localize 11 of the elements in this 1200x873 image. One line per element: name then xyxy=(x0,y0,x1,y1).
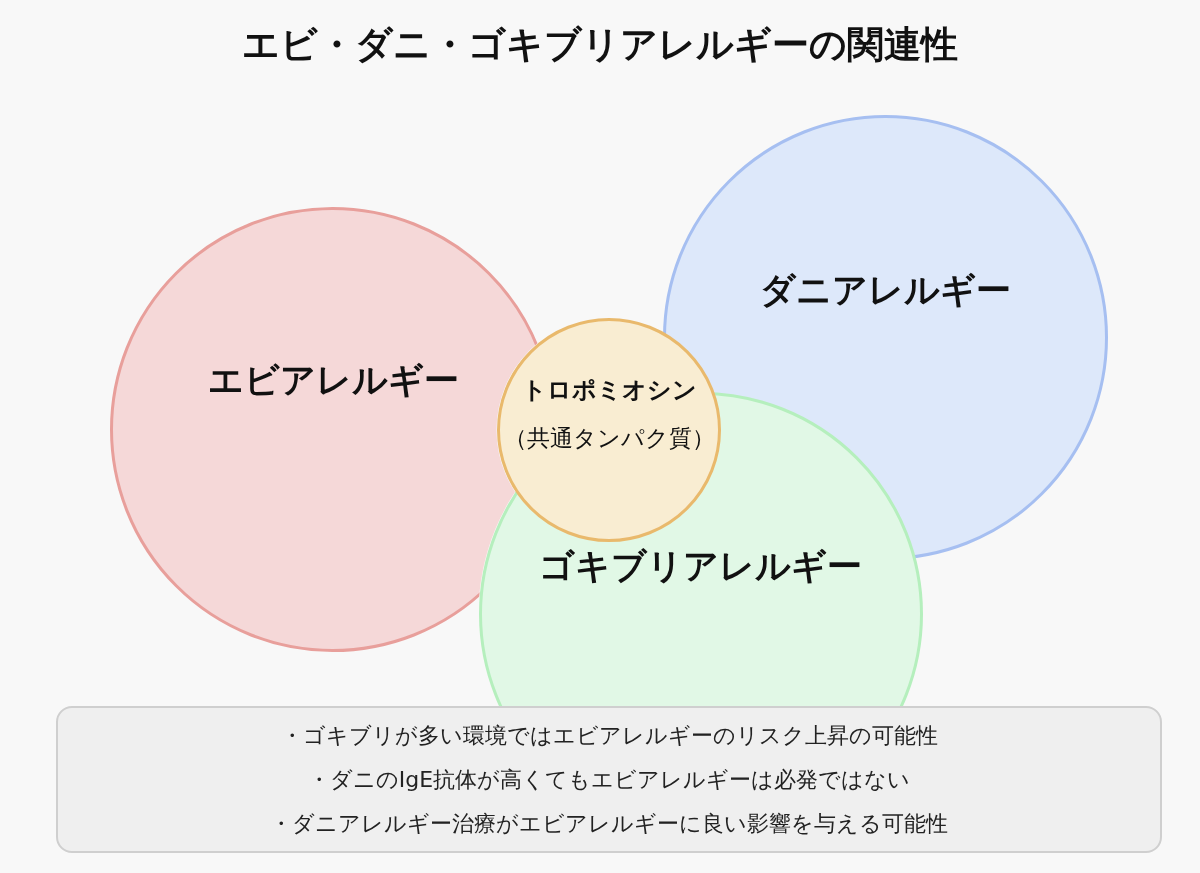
diagram-title: エビ・ダニ・ゴキブリアレルギーの関連性 xyxy=(242,22,958,68)
circle-label: トロポミオシン xyxy=(521,375,697,406)
note-panel xyxy=(56,706,1162,853)
circle-label: ダニアレルギー xyxy=(759,268,1011,312)
note-text: ・ゴキブリが多い環境ではエビアレルギーのリスク上昇の可能性 xyxy=(280,721,938,750)
venn-circle xyxy=(497,318,721,542)
note-text: ・ダニアレルギー治療がエビアレルギーに良い影響を与える可能性 xyxy=(270,809,948,838)
circle-label: エビアレルギー xyxy=(207,358,459,402)
circle-sublabel: （共通タンパク質） xyxy=(503,423,715,453)
note-text: ・ダニのIgE抗体が高くてもエビアレルギーは必発ではない xyxy=(307,765,911,794)
circle-label: ゴキブリアレルギー xyxy=(538,544,862,588)
